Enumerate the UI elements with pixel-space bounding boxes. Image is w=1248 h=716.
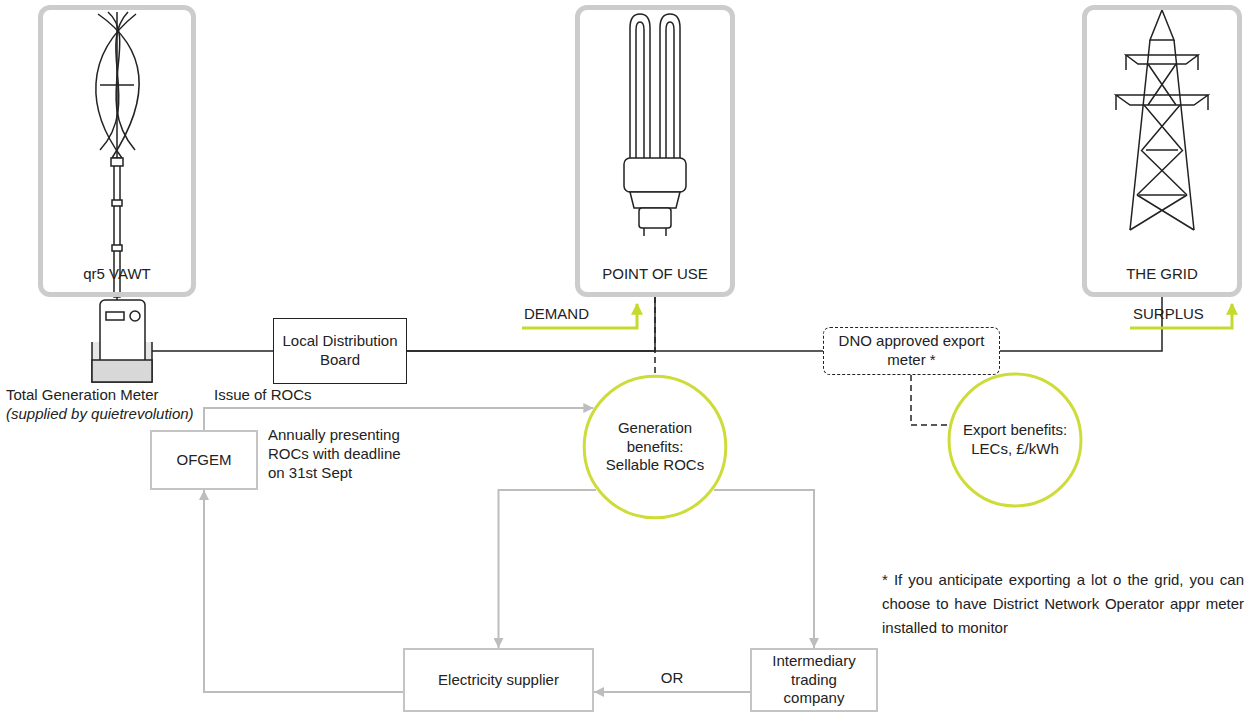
circle-text: Generation benefits: Sellable ROCs bbox=[598, 419, 712, 475]
connector bbox=[407, 297, 655, 351]
process-box: Electricity supplier bbox=[403, 648, 594, 712]
flow-label: SURPLUS bbox=[1133, 305, 1229, 324]
bulb-illustration bbox=[624, 14, 686, 236]
node-text: Intermediary trading company bbox=[760, 652, 868, 708]
grid-box: THE GRID bbox=[1082, 5, 1242, 297]
point-of-use-box: POINT OF USE bbox=[575, 5, 735, 297]
pylon-illustration bbox=[1116, 10, 1208, 230]
node-text: qr5 VAWT bbox=[83, 265, 151, 284]
flow-label: Issue of ROCs bbox=[214, 386, 354, 405]
benefit-circle: Generation benefits: Sellable ROCs bbox=[582, 374, 728, 520]
circle-text: Export benefits: LECs, £/kWh bbox=[962, 421, 1068, 459]
node-text: Generation benefits: Sellable ROCs bbox=[598, 419, 712, 475]
edge-label: OR bbox=[658, 669, 687, 688]
node-text: OFGEM bbox=[177, 451, 232, 470]
footnote: * If you anticipate exporting a lot o th… bbox=[882, 568, 1244, 640]
connector bbox=[204, 490, 403, 692]
node-text: Local Distribution Board bbox=[282, 332, 398, 370]
flow-arrow bbox=[522, 304, 1232, 328]
connector bbox=[594, 691, 750, 693]
process-box: Intermediary trading company bbox=[750, 648, 878, 712]
connector bbox=[714, 490, 814, 648]
export-meter-box: DNO approved export meter * bbox=[823, 327, 1000, 375]
note-text: Annually presenting ROCs with deadline o… bbox=[268, 426, 403, 482]
node-text: Electricity supplier bbox=[438, 671, 559, 690]
process-box: OFGEM bbox=[150, 430, 258, 490]
meter-caption: (supplied by quietrevolution) bbox=[6, 405, 246, 424]
meter-caption: Total Generation Meter bbox=[6, 386, 236, 405]
connector bbox=[911, 375, 949, 425]
node-text: DNO approved export meter * bbox=[832, 332, 991, 370]
node-text: THE GRID bbox=[1126, 265, 1198, 284]
node-text: Export benefits: LECs, £/kWh bbox=[962, 421, 1068, 459]
generation-meter-icon bbox=[92, 300, 152, 382]
distribution-board: Local Distribution Board bbox=[273, 318, 407, 384]
benefit-circle: Export benefits: LECs, £/kWh bbox=[947, 372, 1083, 508]
turbine-illustration bbox=[96, 12, 139, 297]
connector bbox=[654, 297, 656, 374]
node-text: POINT OF USE bbox=[602, 265, 708, 284]
connector bbox=[499, 490, 597, 648]
turbine-box: qr5 VAWT bbox=[38, 5, 196, 297]
flow-label: DEMAND bbox=[524, 305, 634, 324]
